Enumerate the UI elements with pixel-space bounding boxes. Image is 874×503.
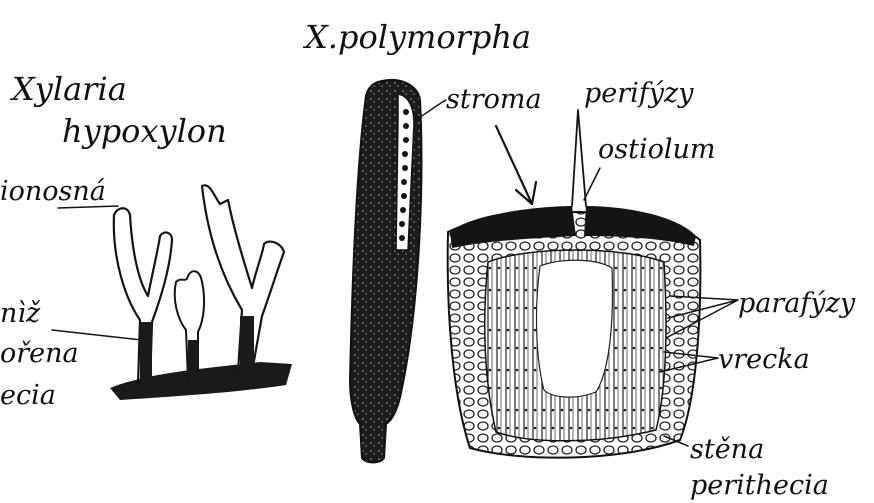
title-xylaria: Xylaria [9,70,127,108]
title-hypoxylon: hypoxylon [62,112,227,150]
xylaria-hypoxylon-drawing [110,185,292,400]
label-left-mid-1: nìž [0,298,41,329]
label-konidionosna: ionosná [0,176,106,207]
leader-ostiolum [584,168,600,200]
ostiolum-neck [572,110,586,206]
title-x-polymorpha: X.polymorpha [302,18,531,56]
label-stroma: stroma [446,84,542,115]
stroma-dark-base-3 [240,316,254,372]
label-vrecka: vrecka [718,344,810,375]
label-stena: stěna [690,434,764,465]
x-polymorpha-stroma-drawing [350,80,421,462]
label-left-mid-2: ořena [0,338,79,369]
stroma-dark-base-2 [188,340,198,380]
perithecium-cavity [537,260,613,397]
label-left-mid-3: ecia [0,380,56,411]
label-ostiolum: ostiolum [598,134,715,165]
label-perithecia: perithecia [690,470,829,501]
arrow-stroma [496,126,532,204]
stroma-dark-base-1 [140,322,152,386]
label-perifyzy: perifýzy [584,78,694,109]
label-parafyzy: parafýzy [738,288,856,319]
